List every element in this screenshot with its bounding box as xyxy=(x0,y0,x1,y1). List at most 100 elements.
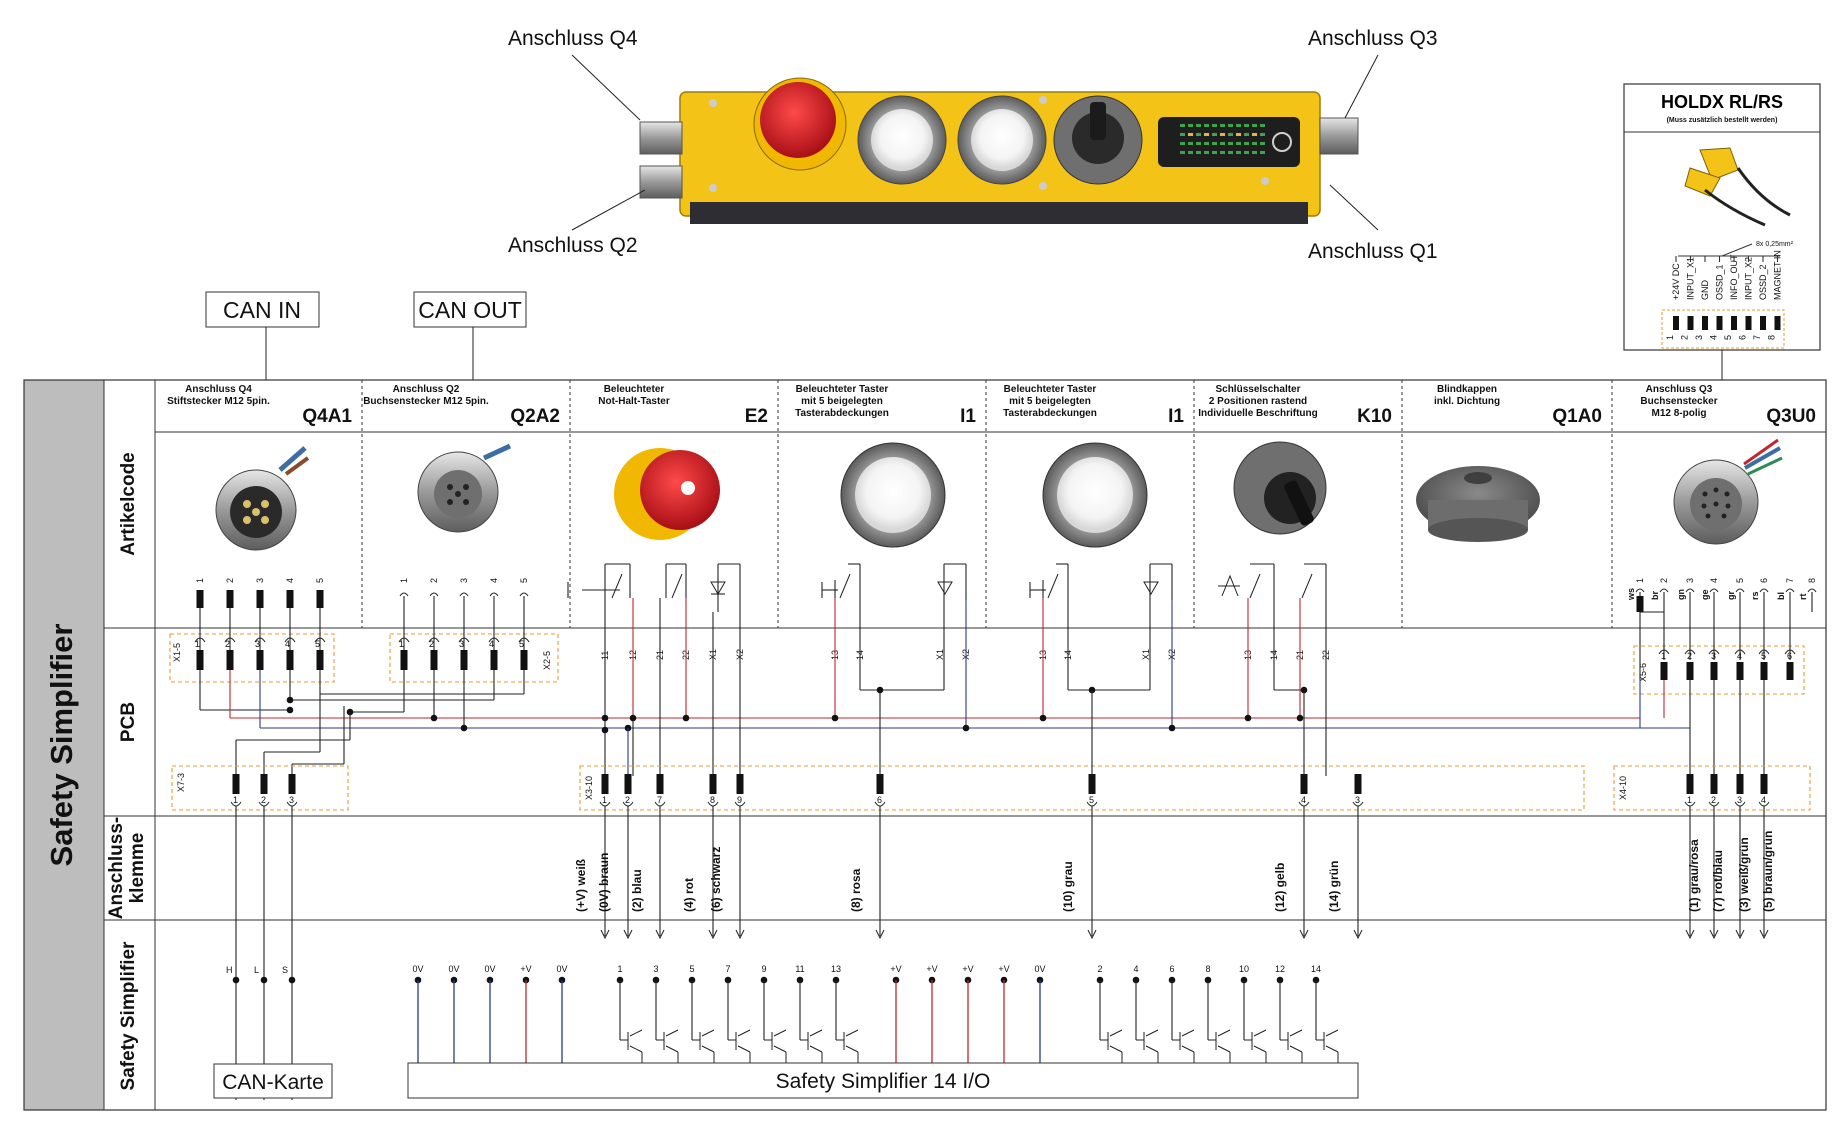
socket-symbol xyxy=(224,637,236,643)
column-desc-line: Buchsenstecker xyxy=(1640,396,1717,407)
wire-label: (1) grau/rosa xyxy=(1687,839,1701,912)
row-title-klemme-1: Anschluss- xyxy=(106,817,127,919)
wire-label: (5) braun/grün xyxy=(1761,831,1775,912)
holdx-subtitle: (Muss zusätzlich bestellt werden) xyxy=(1667,117,1778,124)
io-pin-label: 12 xyxy=(1275,964,1285,974)
io-pin-label: 0V xyxy=(1034,964,1045,974)
column-desc-line: Anschluss Q3 xyxy=(1646,384,1713,395)
no-contact xyxy=(1249,573,1261,599)
holdx-pin xyxy=(1687,316,1694,330)
no-contact xyxy=(839,573,851,599)
socket-number: 2 xyxy=(429,639,434,649)
wire-label: (7) rot/blau xyxy=(1711,850,1725,912)
transistor-symbol xyxy=(1244,1029,1267,1063)
socket-symbol xyxy=(429,592,439,597)
io-pin-label: +V xyxy=(520,964,531,974)
column-desc-line: Tasterabdeckungen xyxy=(1003,408,1097,419)
socket-symbol xyxy=(1658,649,1670,655)
arrow xyxy=(1709,929,1719,940)
column-code: I1 xyxy=(1168,406,1184,427)
socket-symbol xyxy=(1635,588,1645,593)
led-segment xyxy=(1212,151,1217,154)
wire-color-code: br xyxy=(1650,591,1660,600)
terminal-label: X1 xyxy=(935,649,945,660)
junction-dot xyxy=(1244,714,1252,722)
holdx-box: HOLDX RL/RS (Muss zusätzlich bestellt we… xyxy=(1623,83,1821,351)
column-desc-line: Buchsenstecker M12 5pin. xyxy=(363,396,489,407)
terminal-pin xyxy=(288,774,296,794)
nc-contact xyxy=(611,573,623,599)
terminal-pin xyxy=(601,774,609,794)
socket-symbol xyxy=(458,637,470,643)
can-out-label: CAN OUT xyxy=(418,297,522,323)
io-pin-label: +V xyxy=(998,964,1009,974)
led-segment xyxy=(1228,133,1233,136)
led-segment xyxy=(1236,151,1241,154)
pin-number: 5 xyxy=(519,578,529,583)
connector-x5-label: X5-6 xyxy=(1638,663,1648,682)
led-segment xyxy=(1196,124,1201,127)
terminal-pin xyxy=(736,774,744,794)
terminal-pin xyxy=(520,650,528,670)
led-segment xyxy=(1204,142,1209,145)
terminal-pin xyxy=(286,650,294,670)
led-segment xyxy=(1180,151,1185,154)
led-segment xyxy=(1196,133,1201,136)
column-desc-line: Beleuchteter xyxy=(604,384,665,395)
socket-symbol xyxy=(489,592,499,597)
column-desc-line: M12 8-polig xyxy=(1651,408,1706,419)
led-segment xyxy=(1228,151,1233,154)
led-segment xyxy=(1244,151,1249,154)
wire-color-code: gr xyxy=(1726,591,1736,600)
socket-number: 2 xyxy=(1687,651,1692,661)
transistor-symbol xyxy=(656,1029,679,1063)
column-desc-line: Individuelle Beschriftung xyxy=(1198,408,1317,419)
led-segment xyxy=(1196,142,1201,145)
transistor-symbol xyxy=(1172,1029,1195,1063)
connector-x1-5 xyxy=(169,633,335,683)
socket-number: 2 xyxy=(1711,795,1716,805)
socket-symbol xyxy=(398,637,410,643)
wire-color-code: ws xyxy=(1626,588,1636,601)
led-segment xyxy=(1220,142,1225,145)
transistor-symbol xyxy=(692,1029,715,1063)
led-segment xyxy=(1220,124,1225,127)
transistor-symbol xyxy=(836,1029,859,1063)
pin-number: 5 xyxy=(315,578,325,583)
terminal-pin xyxy=(876,774,884,794)
wire-label: (10) grau xyxy=(1061,861,1075,912)
terminal-pin xyxy=(400,650,408,670)
socket-symbol xyxy=(459,592,469,597)
arrow xyxy=(600,929,610,940)
pin-number: 3 xyxy=(255,578,265,583)
terminal-pin xyxy=(260,774,268,794)
led-segment xyxy=(1252,124,1257,127)
socket-number: 5 xyxy=(315,639,320,649)
socket-number: 6 xyxy=(877,795,882,805)
column-code: E2 xyxy=(745,406,768,427)
led-segment xyxy=(1252,133,1257,136)
column-desc-line: Anschluss Q2 xyxy=(393,384,460,395)
socket-number: 3 xyxy=(1737,795,1742,805)
terminal-pin xyxy=(1636,596,1644,612)
arrow xyxy=(655,929,665,940)
transistor-symbol xyxy=(1136,1029,1159,1063)
led-segment xyxy=(1180,142,1185,145)
holdx-pin-number: 4 xyxy=(1709,335,1719,340)
transistor-symbol xyxy=(620,1029,643,1063)
transistor-symbol xyxy=(1280,1029,1303,1063)
column-desc-line: Schlüsselschalter xyxy=(1215,384,1300,395)
product-image xyxy=(639,77,1359,224)
terminal-pin xyxy=(1736,774,1744,794)
io-pin-label: 9 xyxy=(761,964,766,974)
led-segment xyxy=(1260,133,1265,136)
column-code: I1 xyxy=(960,406,976,427)
junction-dot xyxy=(629,714,637,722)
socket-number: 5 xyxy=(1761,651,1766,661)
socket-symbol xyxy=(1659,588,1669,593)
socket-number: 1 xyxy=(1687,795,1692,805)
led-segment xyxy=(1220,151,1225,154)
socket-symbol xyxy=(284,637,296,643)
q2-connector-image xyxy=(417,443,512,533)
transistor-symbol xyxy=(1208,1029,1231,1063)
